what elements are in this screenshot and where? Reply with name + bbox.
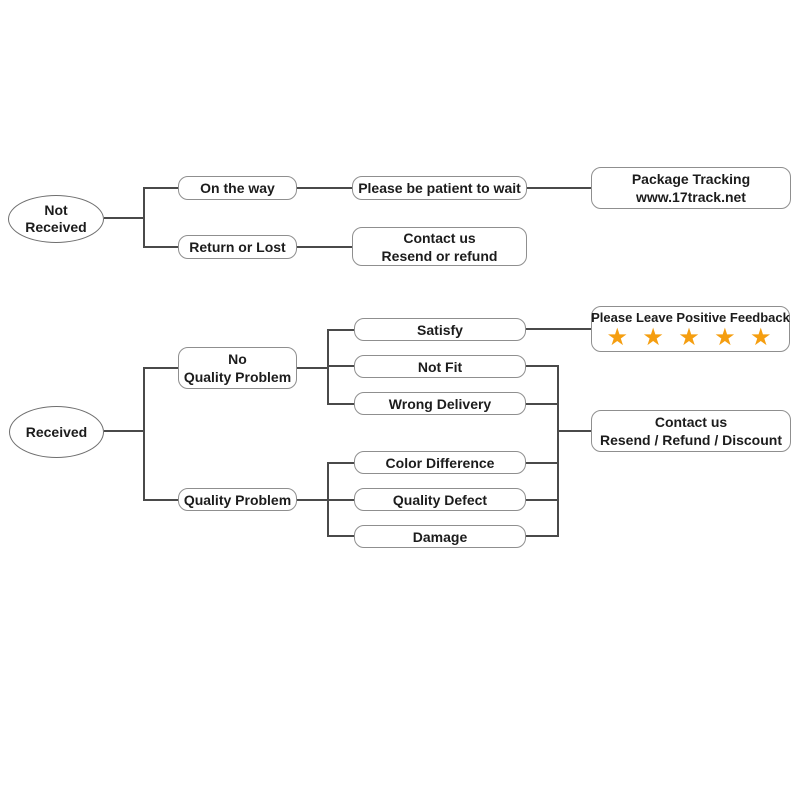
node-label: Damage: [412, 528, 468, 545]
node-label: Received: [25, 219, 87, 235]
node-label: Color Difference: [385, 454, 495, 471]
connector-line: [143, 367, 178, 369]
connector-line: [104, 217, 143, 219]
node-label: Received: [25, 423, 88, 440]
node-quality-defect: Quality Defect: [354, 488, 526, 511]
connector-line: [327, 329, 329, 405]
connector-line: [526, 403, 558, 405]
connector-line: [327, 462, 354, 464]
connector-line: [327, 499, 354, 501]
node-quality-problem: Quality Problem: [178, 488, 297, 511]
node-on-the-way: On the way: [178, 176, 297, 200]
node-label: Please be patient to wait: [358, 180, 521, 196]
connector-line: [526, 365, 558, 367]
node-label: Quality Problem: [183, 369, 292, 385]
connector-line: [297, 187, 352, 189]
node-label: On the way: [200, 180, 275, 196]
five-star-rating-icon: ★ ★ ★ ★ ★: [606, 323, 775, 351]
connector-line: [557, 430, 591, 432]
connector-line: [143, 367, 145, 501]
node-not-received: Not Received: [8, 195, 104, 243]
node-no-quality-problem: No Quality Problem: [178, 347, 297, 389]
node-label: Quality Problem: [183, 491, 292, 508]
connector-line: [143, 246, 178, 248]
node-damage: Damage: [354, 525, 526, 548]
connector-line: [327, 329, 354, 331]
connector-line: [526, 462, 558, 464]
connector-line: [297, 499, 327, 501]
connector-line: [526, 499, 558, 501]
connector-line: [143, 187, 145, 248]
node-label: Satisfy: [417, 321, 463, 338]
node-label: Quality Defect: [392, 491, 488, 508]
node-label: Return or Lost: [189, 239, 286, 255]
node-not-fit: Not Fit: [354, 355, 526, 378]
connector-line: [297, 246, 352, 248]
node-color-difference: Color Difference: [354, 451, 526, 474]
connector-line: [143, 187, 178, 189]
connector-line: [104, 430, 143, 432]
node-label: www.17track.net: [636, 189, 746, 205]
connector-line: [526, 328, 591, 330]
node-contact-resend-refund-discount: Contact us Resend / Refund / Discount: [591, 410, 791, 452]
node-contact-resend-refund: Contact us Resend or refund: [352, 227, 527, 266]
node-label: Not: [44, 202, 68, 218]
node-label: Not Fit: [417, 358, 463, 375]
node-label: Please Leave Positive Feedback: [591, 310, 790, 325]
node-label: Resend or refund: [381, 247, 498, 264]
node-label: No: [228, 351, 247, 367]
node-package-tracking: Package Tracking www.17track.net: [591, 167, 791, 209]
node-satisfy: Satisfy: [354, 318, 526, 341]
node-wrong-delivery: Wrong Delivery: [354, 392, 526, 415]
connector-line: [143, 499, 178, 501]
node-label: Contact us: [654, 414, 728, 430]
node-received: Received: [9, 406, 104, 458]
connector-line: [526, 535, 558, 537]
node-positive-feedback: Please Leave Positive Feedback ★ ★ ★ ★ ★: [591, 306, 790, 352]
node-label: Package Tracking: [631, 171, 751, 187]
connector-line: [327, 535, 354, 537]
connector-line: [327, 403, 354, 405]
connector-line: [297, 367, 327, 369]
node-label: Contact us: [403, 229, 476, 246]
connector-line: [527, 187, 591, 189]
node-please-be-patient: Please be patient to wait: [352, 176, 527, 200]
node-label: Wrong Delivery: [388, 395, 492, 412]
node-return-or-lost: Return or Lost: [178, 235, 297, 259]
node-label: Resend / Refund / Discount: [599, 432, 782, 448]
connector-line: [557, 365, 559, 537]
connector-line: [327, 365, 354, 367]
